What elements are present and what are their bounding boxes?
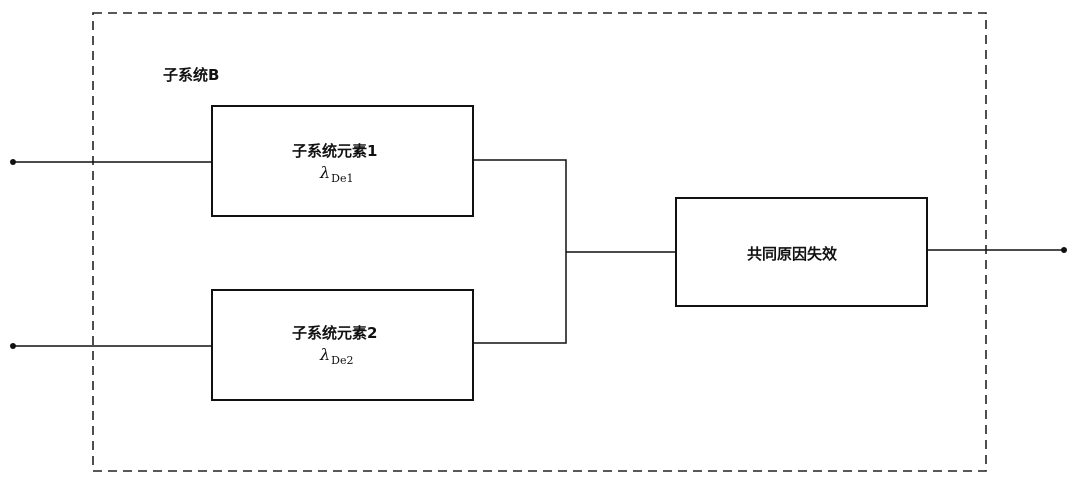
input-terminal-2 bbox=[10, 343, 16, 349]
element-1-block bbox=[211, 105, 474, 217]
element-2-block bbox=[211, 289, 474, 401]
element-1-output-line bbox=[473, 159, 567, 252]
element-2-lambda-subscript: De2 bbox=[331, 354, 354, 367]
output-terminal bbox=[1061, 247, 1067, 253]
element-2-output-line bbox=[473, 252, 567, 344]
common-cause-block bbox=[675, 197, 928, 307]
element-2-failure-rate: λDe2 bbox=[320, 345, 354, 367]
input-terminal-1 bbox=[10, 159, 16, 165]
common-cause-label: 共同原因失效 bbox=[747, 245, 838, 263]
element-2-name: 子系统元素2 bbox=[292, 324, 378, 342]
element-2-lambda-symbol: λ bbox=[320, 345, 331, 364]
element-1-lambda-subscript: De1 bbox=[331, 172, 354, 185]
element-1-name: 子系统元素1 bbox=[292, 142, 378, 160]
subsystem-label: 子系统B bbox=[163, 66, 220, 84]
element-1-failure-rate: λDe1 bbox=[320, 163, 354, 185]
element-1-lambda-symbol: λ bbox=[320, 163, 331, 182]
